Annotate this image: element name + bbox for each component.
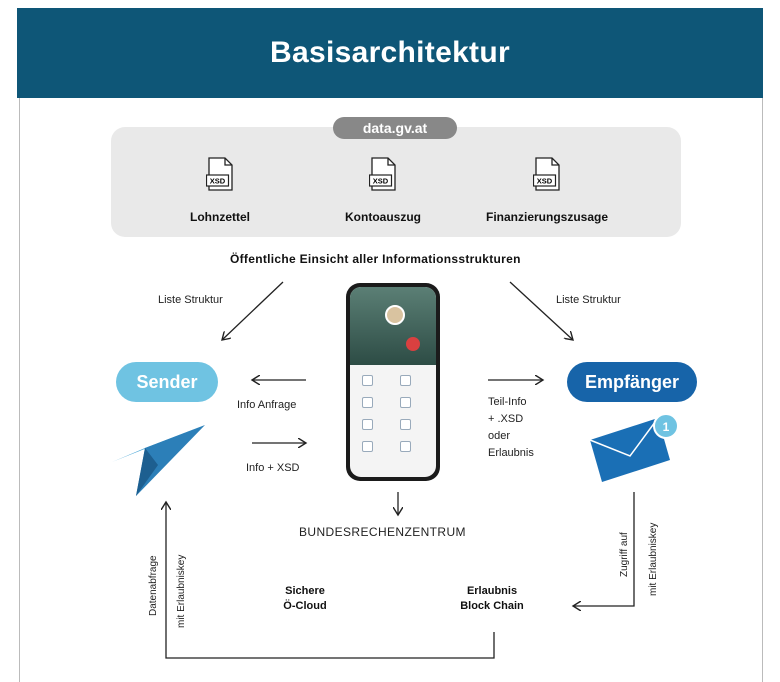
partial-info-line3: oder <box>488 430 511 442</box>
data-center-label: BUNDESRECHENZENTRUM <box>299 525 466 539</box>
diagram-frame <box>19 98 763 682</box>
smartphone-icon <box>346 283 440 481</box>
page-title: Basisarchitektur <box>270 36 510 69</box>
public-insight-caption: Öffentliche Einsicht aller Informationss… <box>230 252 521 266</box>
svg-text:XSD: XSD <box>537 177 553 186</box>
envelope-icon: 1 <box>589 413 679 482</box>
document-label-lohnzettel: Lohnzettel <box>190 210 250 224</box>
paper-plane-icon <box>112 425 205 496</box>
cloud-line1: Sichere <box>285 585 325 597</box>
partial-info-line2: + .XSD <box>488 413 524 425</box>
sender-pill: Sender <box>116 362 218 402</box>
title-banner: Basisarchitektur <box>17 8 763 98</box>
cloud-line2: Ö-Cloud <box>283 600 327 612</box>
repository-badge: data.gv.at <box>333 117 457 139</box>
xsd-file-icon: XSD <box>205 157 234 191</box>
xsd-file-icon: XSD <box>368 157 397 191</box>
svg-text:XSD: XSD <box>373 177 389 186</box>
receiver-pill: Empfänger <box>567 362 697 402</box>
blockchain-label: Erlaubnis Block Chain <box>447 584 537 614</box>
xsd-file-icon: XSD <box>532 157 561 191</box>
info-xsd-label: Info + XSD <box>246 462 300 474</box>
info-request-label: Info Anfrage <box>237 399 297 411</box>
arrows <box>166 281 635 659</box>
envelope-badge: 1 <box>663 420 670 434</box>
partial-info-line4: Erlaubnis <box>488 447 534 459</box>
blockchain-line2: Block Chain <box>460 600 524 612</box>
arrow-data-query <box>166 502 495 659</box>
document-label-finanzierungszusage: Finanzierungszusage <box>485 210 609 224</box>
blockchain-line1: Erlaubnis <box>466 585 518 597</box>
document-label-kontoauszug: Kontoauszug <box>345 210 421 224</box>
svg-text:XSD: XSD <box>210 177 226 186</box>
list-structure-label-right: Liste Struktur <box>556 294 621 306</box>
arrow-access-blockchain <box>573 492 635 606</box>
list-structure-label-left: Liste Struktur <box>158 294 223 306</box>
arrow-list-right <box>509 281 573 340</box>
arrow-list-left <box>222 281 284 340</box>
partial-info-line1: Teil-Info <box>488 396 527 408</box>
cloud-label: Sichere Ö-Cloud <box>270 584 340 614</box>
